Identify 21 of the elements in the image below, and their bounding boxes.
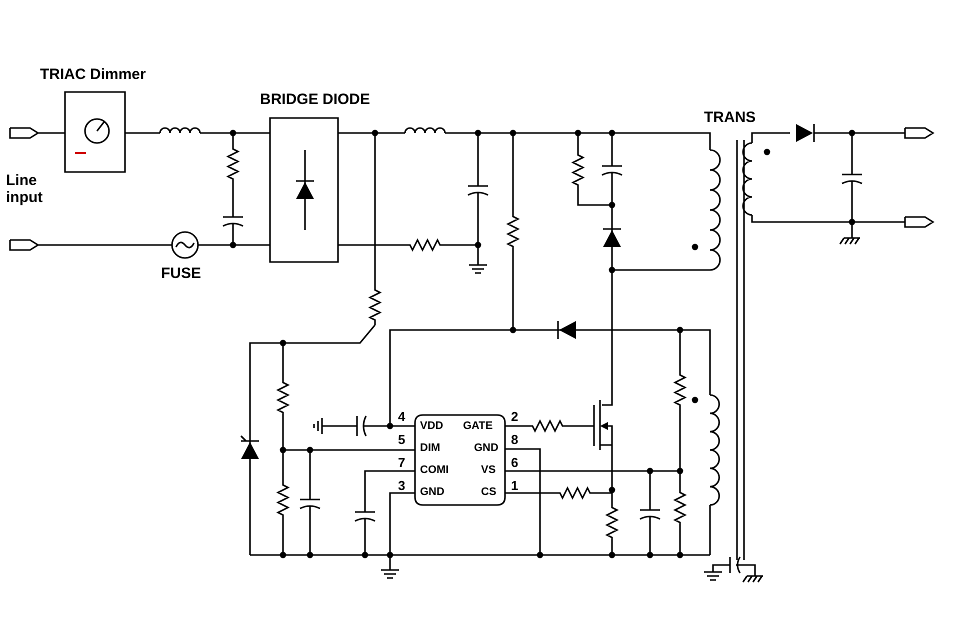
pin-number: 3 bbox=[398, 479, 406, 494]
terminal-label: Line input bbox=[6, 173, 44, 206]
pin-number: 7 bbox=[398, 456, 406, 470]
pin-name: COMI bbox=[420, 464, 449, 476]
pin-name: VDD bbox=[420, 420, 444, 432]
component-label: FUSE bbox=[161, 266, 202, 282]
pin-name: DIM bbox=[420, 442, 440, 454]
pin-name: CS bbox=[481, 486, 496, 498]
component-label: BRIDGE DIODE bbox=[260, 92, 370, 108]
pin-name: GND bbox=[474, 442, 498, 454]
pin-number: 5 bbox=[398, 433, 406, 448]
component-label: TRIAC Dimmer bbox=[40, 67, 146, 84]
pin-number: 2 bbox=[511, 410, 518, 424]
pin-name: VS bbox=[481, 464, 496, 476]
pin-name: GND bbox=[420, 486, 444, 498]
pin-number: 6 bbox=[511, 456, 518, 470]
pin-number: 8 bbox=[511, 433, 518, 448]
pin-number: 4 bbox=[398, 410, 406, 424]
pin-number: 1 bbox=[511, 479, 518, 494]
component-label: TRANS bbox=[704, 110, 756, 126]
pin-name: GATE bbox=[463, 420, 493, 432]
